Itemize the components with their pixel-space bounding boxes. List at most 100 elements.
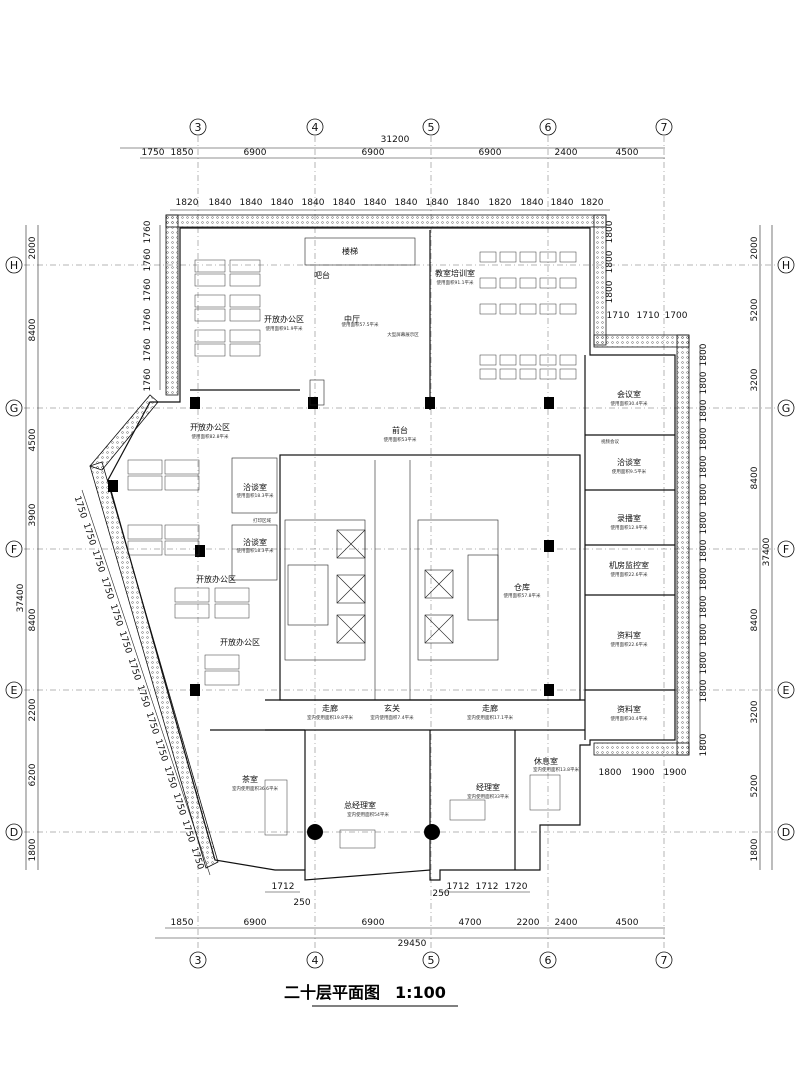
svg-text:37400: 37400: [762, 537, 772, 566]
svg-text:1750: 1750: [108, 603, 125, 628]
room-reception: 前台: [392, 425, 408, 435]
gm-sofa: [339, 829, 376, 849]
axis-G-left: G: [5, 399, 23, 417]
grid-lines: [24, 136, 776, 950]
room-storage: 仓库: [514, 582, 530, 592]
svg-text:1750: 1750: [117, 630, 134, 655]
axis-6-top: 6: [539, 118, 557, 136]
right-inner-dims: 1800 1800 1800 1800 1800 1800 1800 1800 …: [699, 343, 709, 756]
room-display: 大型屏幕展示区: [387, 331, 419, 338]
svg-text:1800: 1800: [605, 280, 615, 303]
desk-cluster: [214, 587, 250, 603]
desk-cluster: [214, 603, 250, 619]
svg-text:4: 4: [312, 121, 319, 134]
room-meeting: 会议室: [617, 389, 641, 399]
svg-text:1800: 1800: [699, 679, 709, 702]
svg-text:F: F: [783, 543, 789, 556]
svg-text:1760: 1760: [143, 338, 153, 361]
svg-text:2400: 2400: [555, 918, 578, 928]
svg-text:1760: 1760: [143, 220, 153, 243]
room-area: 使用面积30.4平米: [610, 400, 648, 407]
desk-cluster: [164, 475, 200, 491]
axis-D-left: D: [5, 823, 23, 841]
dim: 1750: [142, 148, 165, 158]
training-desk: [479, 354, 497, 366]
room-area: 使用面积18.3平米: [236, 492, 274, 499]
desk-cluster: [127, 524, 163, 540]
svg-text:3200: 3200: [750, 700, 760, 723]
dim: 6900: [244, 148, 267, 158]
training-desk: [519, 277, 537, 289]
svg-text:5: 5: [428, 121, 435, 134]
dim: 1840: [364, 198, 387, 208]
svg-text:1800: 1800: [699, 399, 709, 422]
svg-text:1712: 1712: [272, 882, 295, 892]
svg-text:4500: 4500: [616, 918, 639, 928]
svg-text:G: G: [782, 402, 791, 415]
training-desk: [479, 277, 497, 289]
room-gm: 总经理室: [344, 800, 376, 810]
dim: 6900: [479, 148, 502, 158]
interior-walls: [108, 230, 675, 870]
dim: 6200: [28, 763, 38, 786]
axis-G-right: G: [777, 399, 795, 417]
room-area: 室内使用面积13.8平米: [533, 766, 580, 773]
desk-cluster: [127, 540, 163, 556]
room-area: 室内使用面积19.8平米: [307, 714, 354, 721]
room-talk-3: 洽谈室: [617, 457, 641, 467]
dim: 1840: [209, 198, 232, 208]
training-desk: [559, 354, 577, 366]
dim: 1840: [271, 198, 294, 208]
axis-5-bottom: 5: [422, 951, 440, 969]
training-desk: [559, 277, 577, 289]
svg-text:4700: 4700: [459, 918, 482, 928]
svg-text:1800: 1800: [699, 733, 709, 756]
svg-text:6: 6: [545, 954, 552, 967]
dim: 2000: [28, 236, 38, 259]
left-diagonal-dims: 1750 1750 1750 1750 1750 1750 1750 1750 …: [72, 495, 206, 871]
room-bar: 吧台: [314, 270, 330, 280]
axis-7-top: 7: [655, 118, 673, 136]
svg-text:D: D: [782, 826, 790, 839]
dim: 3900: [28, 503, 38, 526]
dim: 1840: [426, 198, 449, 208]
room-labels: 开放办公区 使用面积91.9平米 中厅 使用面积57.5平米 楼梯 吧台 教室培…: [190, 246, 649, 818]
training-desk: [539, 303, 557, 315]
dim: 4500: [616, 148, 639, 158]
dim: 6900: [362, 148, 385, 158]
svg-text:1750: 1750: [162, 765, 179, 790]
room-talk-1: 洽谈室: [243, 482, 267, 492]
room-archive-1: 资料室: [617, 630, 641, 640]
bottom-dimensions: 1850 6900 6900 4700 2200 2400 4500 29450…: [155, 882, 665, 949]
training-desk: [539, 277, 557, 289]
axis-H-right: H: [777, 256, 795, 274]
svg-text:1750: 1750: [99, 576, 116, 601]
svg-text:1800: 1800: [750, 838, 760, 861]
room-area: 使用面积22.6平米: [610, 571, 648, 578]
svg-text:1800: 1800: [699, 567, 709, 590]
svg-text:1760: 1760: [143, 248, 153, 271]
dim: 1800: [28, 838, 38, 861]
room-area: 使用面积30.4平米: [610, 715, 648, 722]
dim: 1840: [521, 198, 544, 208]
svg-text:5: 5: [428, 954, 435, 967]
room-corridor-2: 走廊: [482, 703, 498, 713]
dim: 8400: [28, 608, 38, 631]
dim: 8400: [28, 318, 38, 341]
desk-cluster: [204, 670, 240, 686]
svg-text:1800: 1800: [699, 595, 709, 618]
furniture: [127, 251, 577, 849]
svg-text:1760: 1760: [143, 308, 153, 331]
bottom-total-dim: 29450: [398, 939, 427, 949]
svg-text:1710: 1710: [607, 311, 630, 321]
training-desk: [519, 251, 537, 263]
training-desk: [559, 251, 577, 263]
room-stairs: 楼梯: [342, 246, 358, 256]
desk-cluster: [127, 459, 163, 475]
training-desk: [499, 368, 517, 380]
top-total-dim: 31200: [381, 135, 410, 145]
svg-text:1800: 1800: [699, 623, 709, 646]
svg-text:3: 3: [195, 121, 202, 134]
training-desk: [519, 368, 537, 380]
dim: 1840: [302, 198, 325, 208]
